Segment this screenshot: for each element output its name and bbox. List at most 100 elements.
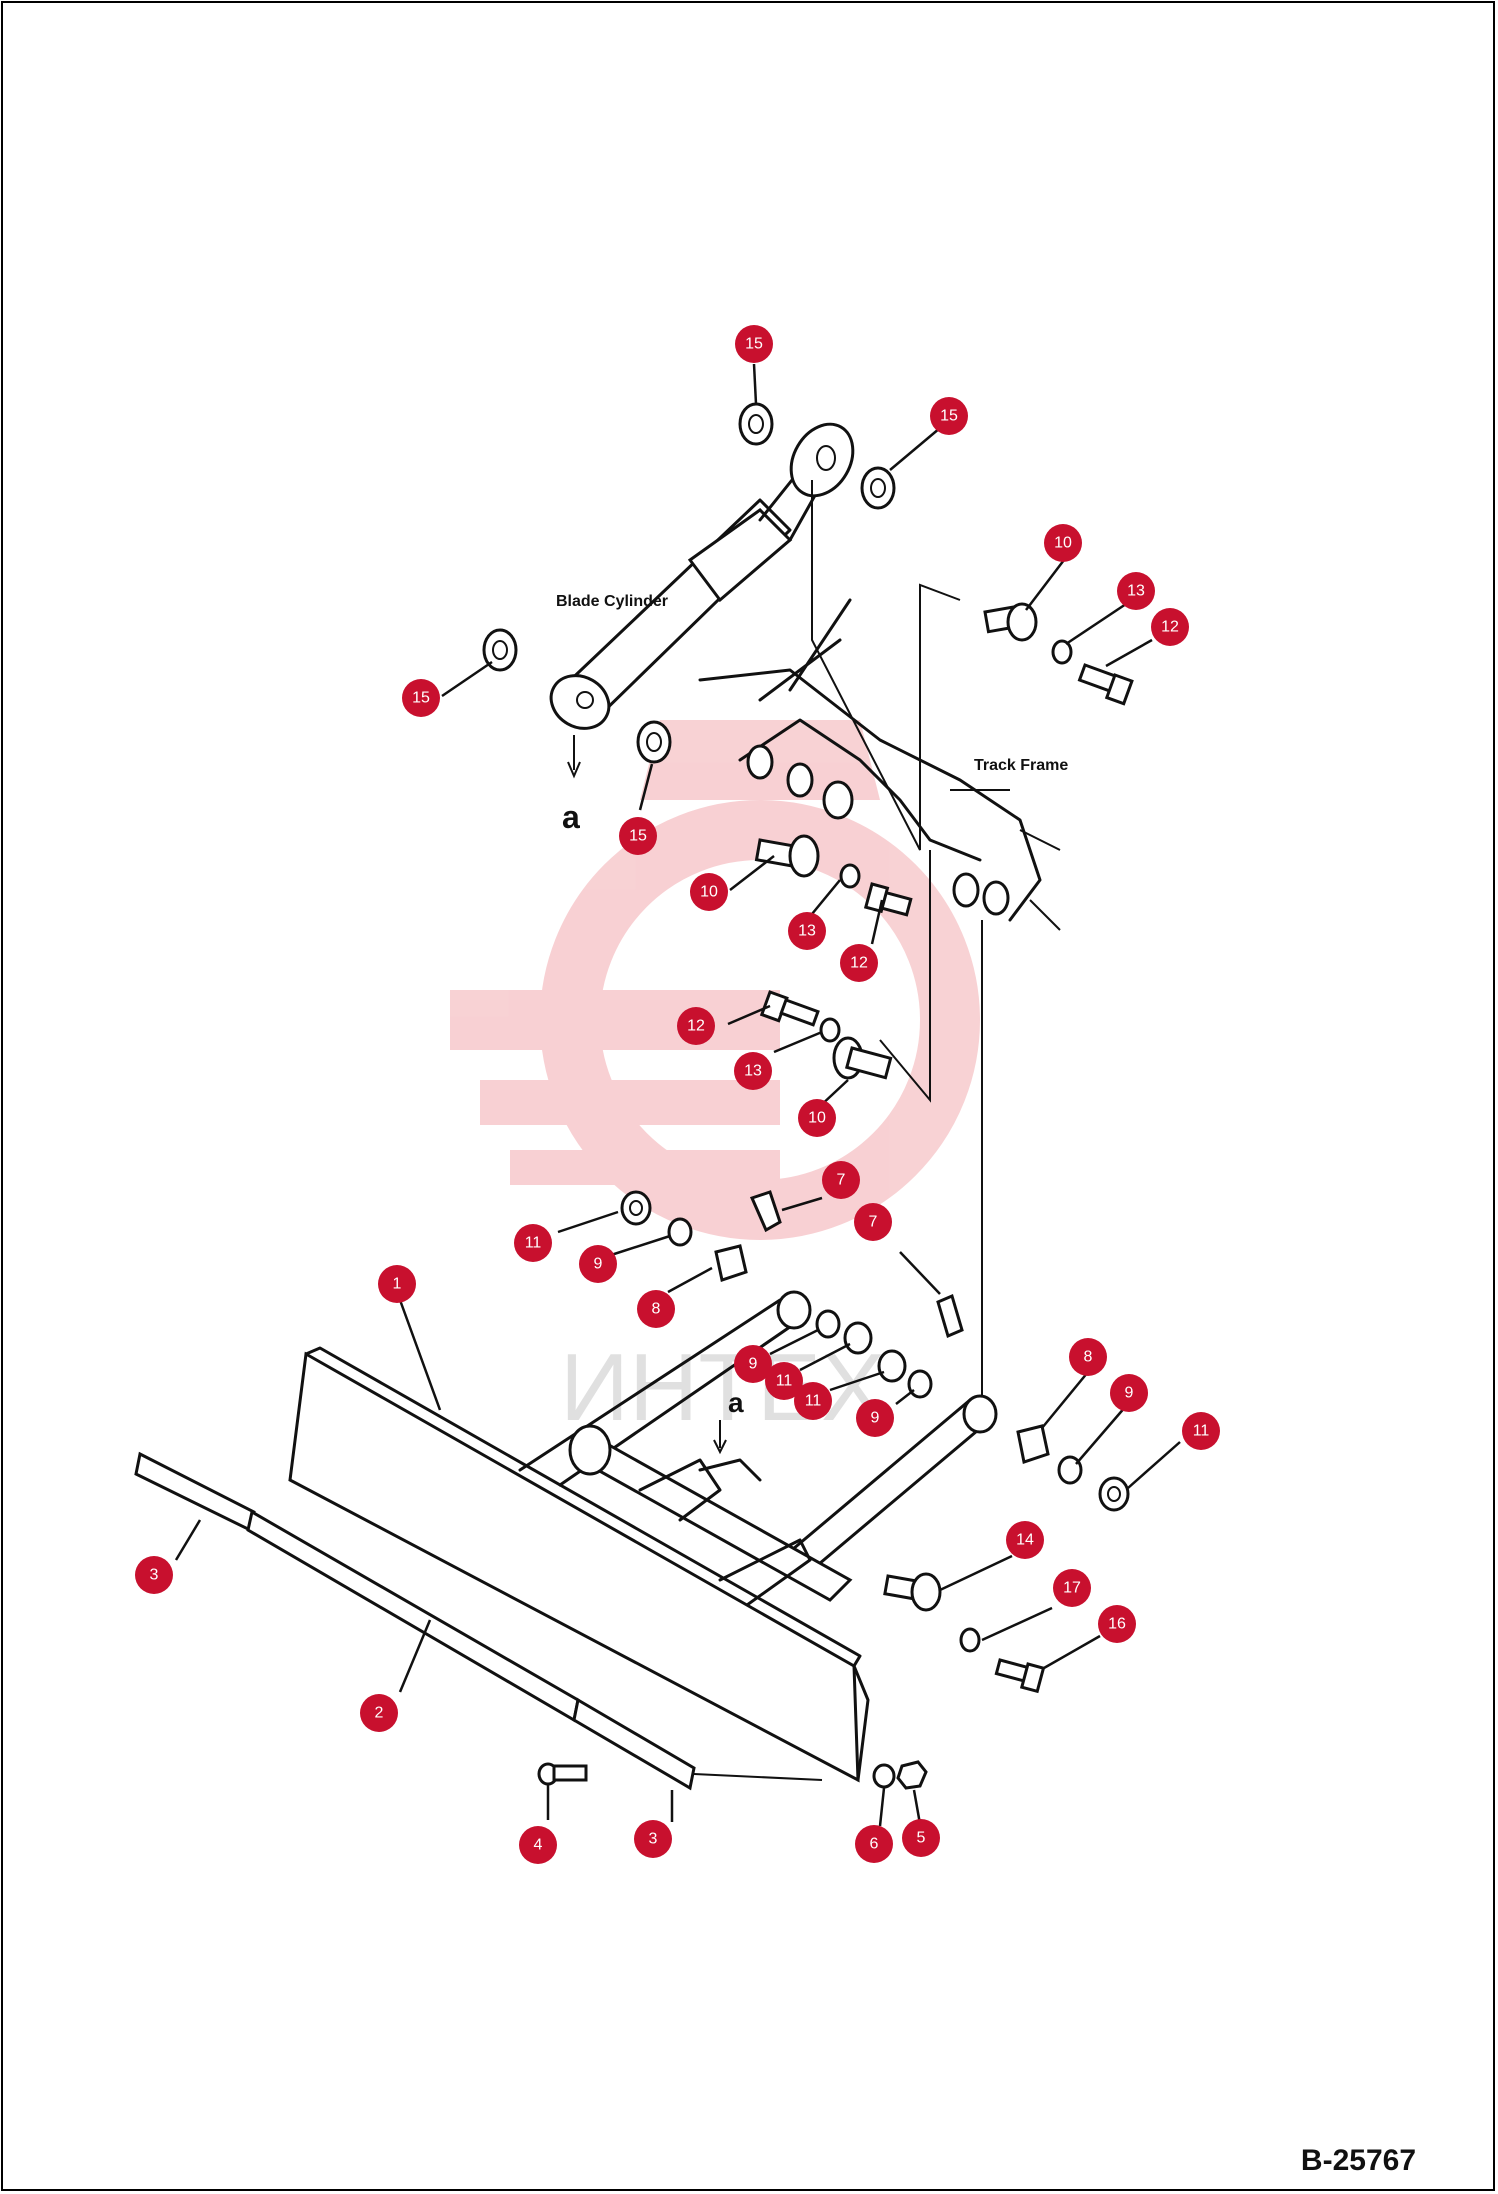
svg-text:11: 11 xyxy=(805,1393,822,1410)
lock-washer xyxy=(819,1017,841,1043)
dozer-blade xyxy=(288,1346,870,1783)
callout-16: 16 xyxy=(1098,1605,1136,1643)
plow-bolt xyxy=(537,1762,588,1786)
seal xyxy=(815,1309,841,1339)
svg-text:10: 10 xyxy=(808,1110,826,1127)
svg-text:17: 17 xyxy=(1063,1580,1081,1597)
cutting-edge-left xyxy=(134,1451,256,1533)
svg-text:3: 3 xyxy=(649,1831,658,1848)
washer xyxy=(738,402,774,446)
washer xyxy=(877,1349,907,1383)
svg-text:13: 13 xyxy=(744,1063,762,1080)
callout-11: 11 xyxy=(514,1224,552,1262)
callout-13: 13 xyxy=(788,912,826,950)
svg-text:11: 11 xyxy=(1193,1423,1210,1440)
callout-9: 9 xyxy=(579,1245,617,1283)
bushing xyxy=(714,1244,748,1282)
callout-5: 5 xyxy=(902,1819,940,1857)
callout-11: 11 xyxy=(794,1382,832,1420)
seal xyxy=(907,1369,933,1399)
svg-text:5: 5 xyxy=(917,1830,926,1847)
svg-text:2: 2 xyxy=(375,1705,384,1722)
callout-12: 12 xyxy=(677,1007,715,1045)
svg-text:12: 12 xyxy=(850,955,868,972)
pin-lower xyxy=(832,1036,893,1080)
cutting-edge-right xyxy=(572,1697,696,1791)
pin-upper-right xyxy=(983,602,1038,642)
svg-text:15: 15 xyxy=(745,336,763,353)
svg-text:8: 8 xyxy=(652,1301,661,1318)
pin-right xyxy=(883,1572,942,1612)
lock-washer xyxy=(959,1627,981,1653)
callout-1: 1 xyxy=(378,1265,416,1303)
lock-washer xyxy=(872,1763,896,1789)
callout-9: 9 xyxy=(1110,1374,1148,1412)
svg-text:1: 1 xyxy=(393,1276,402,1293)
callout-2: 2 xyxy=(360,1694,398,1732)
svg-text:8: 8 xyxy=(1084,1349,1093,1366)
lock-washer xyxy=(1051,639,1073,665)
drawing-number: B-25767 xyxy=(1300,2144,1416,2177)
callout-13: 13 xyxy=(734,1052,772,1090)
leader-lines xyxy=(174,363,1181,1827)
callout-6: 6 xyxy=(855,1825,893,1863)
svg-text:15: 15 xyxy=(940,408,958,425)
seal xyxy=(667,1217,693,1247)
callout-15: 15 xyxy=(402,679,440,717)
grease-fitting xyxy=(936,1293,964,1339)
svg-text:15: 15 xyxy=(412,690,430,707)
callout-7: 7 xyxy=(822,1161,860,1199)
svg-text:9: 9 xyxy=(594,1256,603,1273)
callout-3: 3 xyxy=(135,1556,173,1594)
assembly-line xyxy=(879,850,931,1103)
blade-cylinder-label: Blade Cylinder xyxy=(556,593,668,610)
svg-text:4: 4 xyxy=(534,1837,543,1854)
bolt-upper-right xyxy=(1077,663,1134,706)
callout-7: 7 xyxy=(854,1203,892,1241)
washer xyxy=(860,466,896,510)
svg-text:9: 9 xyxy=(871,1410,880,1427)
callout-12: 12 xyxy=(1151,608,1189,646)
svg-text:7: 7 xyxy=(837,1172,846,1189)
callout-14: 14 xyxy=(1006,1521,1044,1559)
svg-text:16: 16 xyxy=(1108,1616,1126,1633)
blade-frame xyxy=(518,1290,998,1612)
blade-cylinder xyxy=(549,422,855,779)
callout-8: 8 xyxy=(637,1290,675,1328)
washer xyxy=(843,1321,873,1355)
callout-12: 12 xyxy=(840,944,878,982)
svg-text:10: 10 xyxy=(1054,535,1072,552)
callout-11: 11 xyxy=(1182,1412,1220,1450)
callout-9: 9 xyxy=(856,1399,894,1437)
callout-8: 8 xyxy=(1069,1338,1107,1376)
svg-text:13: 13 xyxy=(798,923,816,940)
svg-text:12: 12 xyxy=(687,1018,705,1035)
callout-10: 10 xyxy=(690,873,728,911)
svg-text:7: 7 xyxy=(869,1214,878,1231)
svg-text:12: 12 xyxy=(1161,619,1179,636)
svg-text:9: 9 xyxy=(749,1356,758,1373)
callout-11: 11 xyxy=(765,1362,803,1400)
assembly-line xyxy=(811,480,961,851)
svg-text:15: 15 xyxy=(629,828,647,845)
callout-17: 17 xyxy=(1053,1569,1091,1607)
washer xyxy=(1098,1476,1130,1512)
svg-text:6: 6 xyxy=(870,1836,879,1853)
callout-10: 10 xyxy=(798,1099,836,1137)
callout-9: 9 xyxy=(734,1345,772,1383)
washer xyxy=(636,720,672,764)
svg-text:10: 10 xyxy=(700,884,718,901)
callout-13: 13 xyxy=(1117,572,1155,610)
callout-3: 3 xyxy=(634,1820,672,1858)
grease-fitting xyxy=(749,1190,782,1233)
svg-text:14: 14 xyxy=(1016,1532,1034,1549)
bushing xyxy=(1016,1424,1050,1464)
callout-15: 15 xyxy=(930,397,968,435)
ref-a-bottom: a xyxy=(728,1387,744,1418)
callout-15: 15 xyxy=(735,325,773,363)
washer xyxy=(482,628,518,672)
svg-text:9: 9 xyxy=(1125,1385,1134,1402)
svg-text:3: 3 xyxy=(150,1567,159,1584)
